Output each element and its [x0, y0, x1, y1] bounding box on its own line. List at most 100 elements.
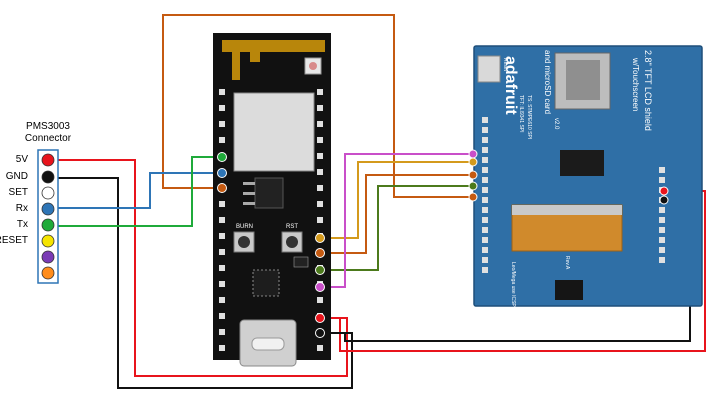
connector-pin-tx: [41, 218, 55, 232]
wire-black-gnd: [48, 177, 353, 389]
mcu-header-pin: [317, 105, 323, 111]
shield-touch-text: TS: STMPE610 SPI: [526, 95, 532, 139]
shield-pin-gold: [468, 157, 478, 167]
wire-magenta: [320, 153, 473, 288]
connector-pin-5v: [41, 153, 55, 167]
mcu-pin-gold: [315, 233, 325, 243]
wire-orange-2: [320, 174, 473, 254]
shield-pin-magenta: [468, 149, 478, 159]
tft-shield: [473, 45, 703, 307]
mcu-header-pin: [219, 345, 225, 351]
shield-header-pin: [482, 137, 488, 143]
mcu-header-pin: [317, 185, 323, 191]
shield-header-pin: [482, 147, 488, 153]
rst-label: RST: [286, 224, 298, 230]
mcu-header-pin: [317, 345, 323, 351]
wire-gold: [320, 161, 473, 239]
connector-label-tx: Tx: [16, 219, 28, 230]
connector-pin-reset: [41, 234, 55, 248]
connector-pin-gnd: [41, 170, 55, 184]
shield-header-pin: [482, 267, 488, 273]
shield-pin-orange: [468, 192, 478, 202]
shield-pin-red: [659, 186, 669, 196]
mcu-header-pin: [317, 201, 323, 207]
wire-blue-rx: [48, 172, 222, 209]
mcu-header-pin: [317, 153, 323, 159]
shield-header-pin: [659, 257, 665, 263]
mcu-pin-olive: [315, 265, 325, 275]
shield-title: 2.8" TFT LCD shield: [643, 50, 653, 131]
shield-header-pin: [482, 197, 488, 203]
connector-pin-rx: [41, 202, 55, 216]
wire-red-5v: [48, 159, 348, 377]
shield-header-pin: [482, 117, 488, 123]
voltage-regulator: [254, 177, 284, 209]
shield-header-pin: [482, 237, 488, 243]
mcu-header-pin: [219, 313, 225, 319]
connector-label-gnd: GND: [5, 171, 28, 182]
wire-olive: [320, 185, 473, 271]
shield-header-pin: [482, 187, 488, 193]
shield-header-pin: [482, 257, 488, 263]
shield-header-pin: [482, 217, 488, 223]
shield-ic: [560, 150, 604, 176]
shield-reset-button[interactable]: [477, 55, 501, 83]
shield-header-pin: [659, 247, 665, 253]
connector-label-reset: RESET: [0, 235, 28, 246]
rf-module-shield: [233, 92, 315, 172]
mcu-chip: [252, 269, 280, 297]
connector-pin-8: [41, 266, 55, 280]
mcu-header-pin: [219, 89, 225, 95]
mcu-header-pin: [219, 201, 225, 207]
connector-label-5v: 5V: [15, 154, 28, 165]
connector-label-rx: Rx: [15, 203, 28, 214]
mcu-pin-black: [315, 328, 325, 338]
connector-body: [37, 149, 59, 284]
mcu-header-pin: [219, 233, 225, 239]
shield-bottom-text: Leo/Mega use ICSP & cut 11-13: [510, 262, 516, 333]
shield-pin-orange2: [468, 170, 478, 180]
mcu-header-pin: [317, 121, 323, 127]
antenna-trace: [222, 40, 325, 80]
mcu-header-pin: [317, 297, 323, 303]
shield-rev-label: Rev.A: [564, 256, 570, 270]
shield-header-pin: [482, 227, 488, 233]
mcu-header-pin: [219, 137, 225, 143]
mcu-header-pin: [219, 217, 225, 223]
shield-pins-left: [482, 117, 488, 273]
mcu-board: [213, 33, 331, 367]
shield-reset-label: Reset: [502, 58, 508, 72]
shield-header-pin: [482, 127, 488, 133]
shield-header-pin: [659, 177, 665, 183]
shield-microsd-text: and microSD card: [543, 50, 552, 114]
shield-header-pin: [659, 217, 665, 223]
mcu-pin-orange: [217, 183, 227, 193]
shield-version: v2.0: [553, 118, 559, 130]
icsp-header: [555, 280, 583, 300]
shield-pin-black: [659, 195, 669, 205]
mcu-header-pin: [317, 137, 323, 143]
wire-orange-top: [162, 14, 473, 198]
mcu-header-pin: [317, 89, 323, 95]
connector-title-line2: Connector: [24, 133, 72, 144]
mcu-pin-orange2: [315, 248, 325, 258]
connector-pin-7: [41, 250, 55, 264]
mcu-header-pin: [317, 169, 323, 175]
mcu-header-pin: [219, 121, 225, 127]
connector-title-line1: PMS3003: [26, 121, 70, 132]
mcu-header-pin: [219, 249, 225, 255]
shield-header-pin: [482, 167, 488, 173]
mcu-header-pin: [219, 329, 225, 335]
mcu-pin-magenta: [315, 282, 325, 292]
shield-header-pin: [659, 207, 665, 213]
mcu-header-pin: [317, 217, 323, 223]
wire-green-tx: [48, 156, 222, 227]
shield-subtitle: w/Touchscreen: [631, 57, 640, 111]
shield-header-pin: [482, 177, 488, 183]
mcu-header-pin: [219, 297, 225, 303]
shield-header-pin: [482, 207, 488, 213]
mcu-pin-red: [315, 313, 325, 323]
mcu-header-pin: [219, 281, 225, 287]
